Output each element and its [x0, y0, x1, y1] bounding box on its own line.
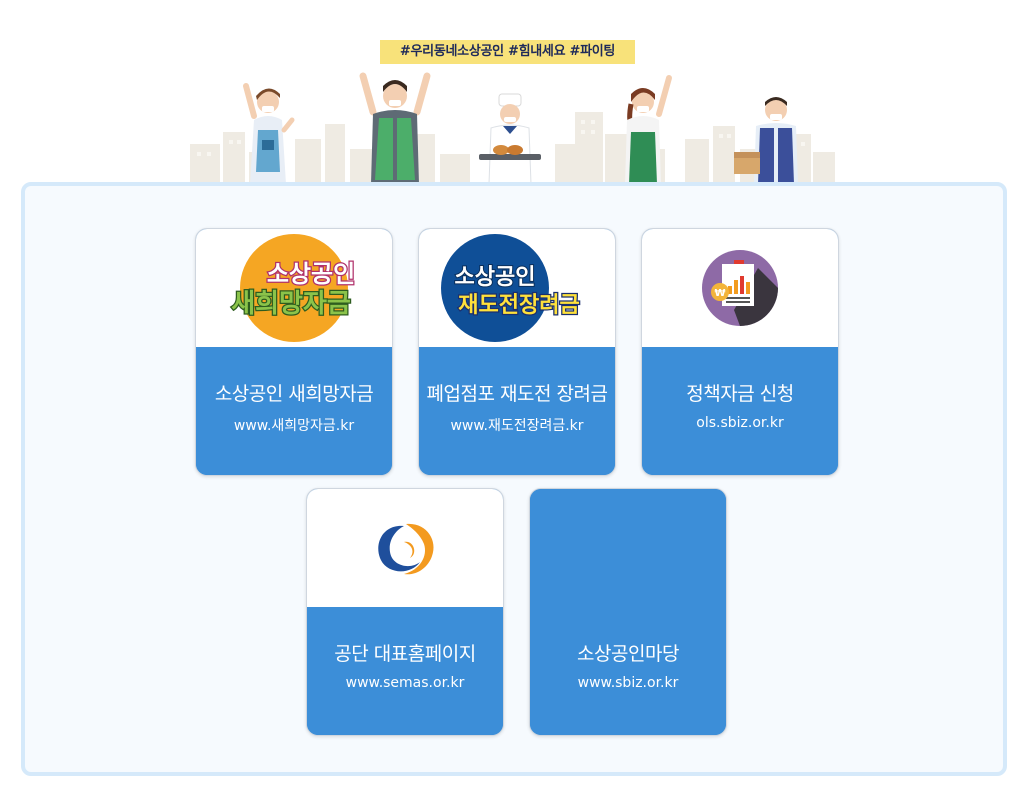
logo-text-line2: 재도전장려금 [458, 293, 579, 318]
card-title: 공단 대표홈페이지 [334, 643, 476, 665]
shop-owner-apron-icon [243, 83, 295, 184]
hashtag-banner: #우리동네소상공인 #힘내세요 #파이팅 [380, 40, 635, 64]
shop-owner-green-vest-icon [359, 72, 431, 184]
hope-fund-card[interactable]: 소상공인 새희망자금 소상공인 새희망자금 www.새희망자금.kr [195, 228, 393, 476]
card-info-area: 정책자금 신청 ols.sbiz.or.kr [642, 347, 838, 475]
card-info-area: 소상공인 새희망자금 www.새희망자금.kr [196, 347, 392, 475]
card-url: ols.sbiz.or.kr [696, 415, 784, 431]
restart-grant-card[interactable]: 소상공인 재도전장려금 폐업점포 재도전 장려금 www.재도전장려금.kr [418, 228, 616, 476]
restart-grant-logo-icon: 소상공인 재도전장려금 [441, 234, 581, 342]
card-info-area: 폐업점포 재도전 장려금 www.재도전장려금.kr [419, 347, 615, 475]
card-logo-area [307, 489, 503, 607]
delivery-worker-icon [734, 97, 798, 184]
logo-text-line2: 새희망자금 [231, 289, 351, 319]
won-coin-symbol: ₩ [714, 288, 725, 299]
card-title: 폐업점포 재도전 장려금 [426, 383, 608, 405]
card-title: 소상공인 새희망자금 [214, 383, 374, 405]
card-url: www.sbiz.or.kr [577, 675, 679, 691]
card-info-area: 공단 대표홈페이지 www.semas.or.kr [307, 607, 503, 735]
logo-text-line1: 소상공인 [267, 260, 355, 288]
card-logo-area: 소상공인 새희망자금 [196, 229, 392, 347]
card-title: 정책자금 신청 [686, 383, 794, 405]
semas-logo-icon [378, 523, 434, 575]
card-url: www.semas.or.kr [345, 675, 465, 691]
service-links-panel: 소상공인 새희망자금 소상공인 새희망자금 www.새희망자금.kr 소상공인 … [21, 182, 1007, 776]
card-logo-area: ₩ [642, 229, 838, 347]
logo-text-line1: 소상공인 [455, 265, 536, 290]
baker-chef-icon [479, 93, 541, 184]
card-title: 소상공인마당 [577, 643, 679, 665]
card-url: www.새희망자금.kr [233, 418, 355, 434]
header-illustration: #우리동네소상공인 #힘내세요 #파이팅 [185, 30, 835, 184]
semas-homepage-card[interactable]: 공단 대표홈페이지 www.semas.or.kr [306, 488, 504, 736]
document-chart-icon: ₩ [702, 250, 778, 326]
card-url: www.재도전장려금.kr [450, 418, 584, 434]
barista-icon [625, 75, 672, 184]
sbiz-madang-card[interactable]: 소상공인마당 www.sbiz.or.kr [529, 488, 727, 736]
card-logo-area: 소상공인 재도전장려금 [419, 229, 615, 347]
policy-fund-card[interactable]: ₩ 정책자금 신청 ols.sbiz.or.kr [641, 228, 839, 476]
hope-fund-logo-icon: 소상공인 새희망자금 [230, 234, 356, 342]
card-info-area: 소상공인마당 www.sbiz.or.kr [530, 489, 726, 735]
